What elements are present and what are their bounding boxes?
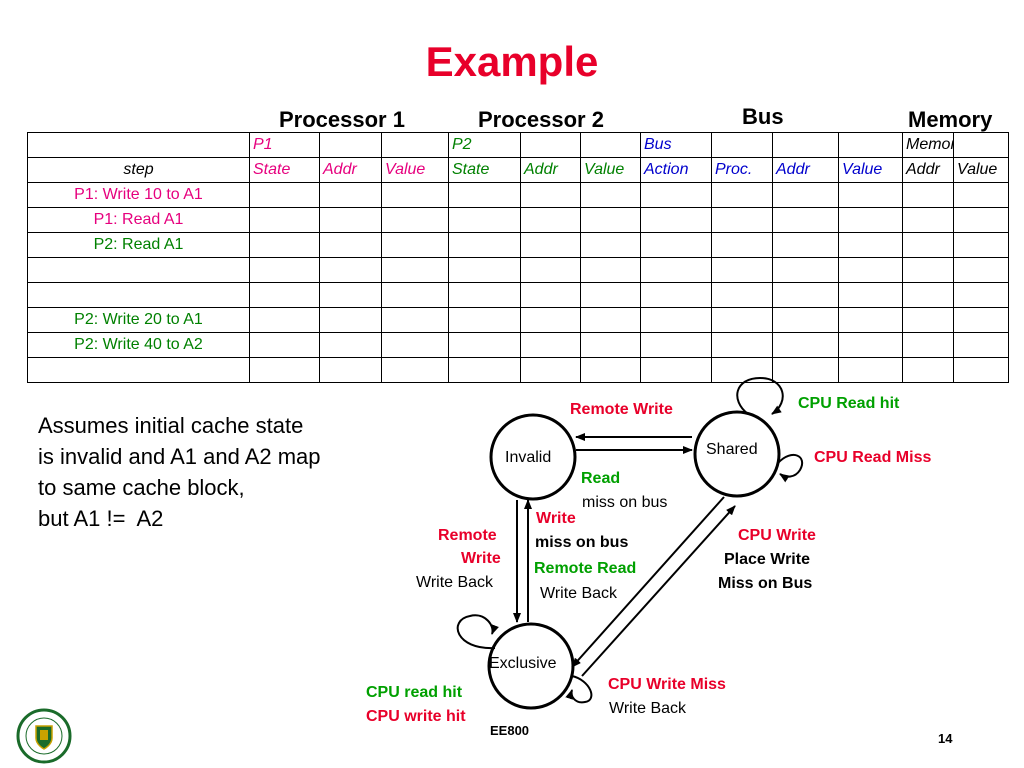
label-place-write: Place Write [724, 551, 810, 568]
table-cell [448, 232, 521, 258]
arrow-exclusive-to-shared [581, 505, 736, 677]
table-cell [448, 357, 521, 383]
header-bus: Bus [742, 104, 784, 129]
table-cell [319, 357, 382, 383]
column-header-cell: Addr [319, 157, 382, 183]
header-memory: Memory [908, 107, 993, 132]
label-write: Write [536, 510, 576, 527]
table-cell [953, 257, 1009, 283]
label-write-back-bottom: Write Back [609, 700, 687, 717]
table-cell [640, 182, 712, 208]
state-invalid-label: Invalid [505, 449, 552, 466]
table-cell [902, 207, 954, 233]
label-write-miss-on-bus: miss on bus [535, 534, 629, 551]
table-cell [902, 332, 954, 358]
table-row [27, 357, 1009, 383]
label-miss-on-bus-right: Miss on Bus [718, 575, 813, 592]
course-code: EE800 [490, 723, 530, 738]
table-cell [902, 282, 954, 308]
table-cell [381, 207, 449, 233]
column-header-cell: Value [381, 157, 449, 183]
state-invalid [489, 413, 577, 501]
loop-shared-read-hit [736, 376, 784, 415]
table-cell [580, 282, 641, 308]
label-cpu-read-hit-exclusive: CPU read hit [366, 684, 463, 701]
column-header-cell: State [249, 157, 320, 183]
table-cell [580, 307, 641, 333]
table-cell [448, 257, 521, 283]
table-cell [953, 182, 1009, 208]
university-crest-logo [16, 708, 72, 764]
column-header-cell: Action [640, 157, 712, 183]
slide-title: Example [425, 38, 599, 85]
column-header-cell: step [27, 157, 250, 183]
column-header-cell: Addr [902, 157, 954, 183]
label-cpu-write-miss: CPU Write Miss [608, 676, 726, 693]
label-write-back-left: Write Back [416, 574, 494, 591]
loop-exclusive-hit [456, 614, 499, 650]
loop-exclusive-write-miss [565, 675, 593, 704]
label-miss-on-bus: miss on bus [582, 494, 668, 511]
page-number: 14 [938, 731, 953, 746]
label-write-back-mid: Write Back [540, 585, 618, 602]
table-cell [319, 332, 382, 358]
label-read: Read [581, 470, 621, 487]
table-cell [772, 307, 839, 333]
header-processor-2: Processor 2 [478, 107, 604, 132]
table-cell [772, 357, 839, 383]
table-cell [381, 357, 449, 383]
table-cell [953, 357, 1009, 383]
label-cpu-write: CPU Write [738, 527, 816, 544]
label-remote-read: Remote Read [534, 560, 637, 577]
table-cell [381, 182, 449, 208]
table-cell [520, 357, 581, 383]
table-cell [772, 207, 839, 233]
label-write-left: Write [461, 550, 501, 567]
loop-shared-read-miss [777, 453, 803, 483]
table-cell [580, 357, 641, 383]
table-cell [249, 357, 320, 383]
table-cell [249, 282, 320, 308]
table-cell [249, 232, 320, 258]
table-cell [319, 182, 382, 208]
step-cell [27, 357, 250, 383]
arrow-shared-to-exclusive [571, 496, 725, 668]
table-cell [381, 307, 449, 333]
assumption-text: Assumes initial cache state is invalid a… [38, 413, 321, 531]
column-header-cell: Value [953, 157, 1009, 183]
table-cell [249, 182, 320, 208]
table-cell [580, 232, 641, 258]
label-cpu-read-miss: CPU Read Miss [814, 449, 932, 466]
table-cell [953, 307, 1009, 333]
state-exclusive-label: Exclusive [489, 655, 557, 672]
table-row: P2: Write 20 to A1 [27, 307, 1009, 333]
label-cpu-read-hit: CPU Read hit [798, 395, 900, 412]
table-cell [520, 207, 581, 233]
state-shared [693, 410, 781, 498]
table-cell [448, 207, 521, 233]
step-cell: P2: Write 40 to A2 [27, 332, 250, 358]
label-remote: Remote [438, 527, 497, 544]
column-header-cell: Value [580, 157, 641, 183]
header-processor-1: Processor 1 [279, 107, 405, 132]
label-remote-write-top: Remote Write [570, 401, 673, 418]
table-cell [772, 282, 839, 308]
table-row: P2: Write 40 to A2 [27, 332, 1009, 358]
step-cell: P1: Write 10 to A1 [27, 182, 250, 208]
group-header-cell [27, 132, 250, 158]
table-cell [838, 257, 903, 283]
coherence-table: P1P2BusMemorystepStateAddrValueStateAddr… [27, 132, 1009, 383]
table-cell [902, 357, 954, 383]
table-cell [319, 282, 382, 308]
step-cell: P2: Write 20 to A1 [27, 307, 250, 333]
state-shared-label: Shared [706, 441, 758, 458]
table-cell [711, 182, 773, 208]
label-cpu-write-hit-exclusive: CPU write hit [366, 708, 466, 725]
table-cell [319, 232, 382, 258]
